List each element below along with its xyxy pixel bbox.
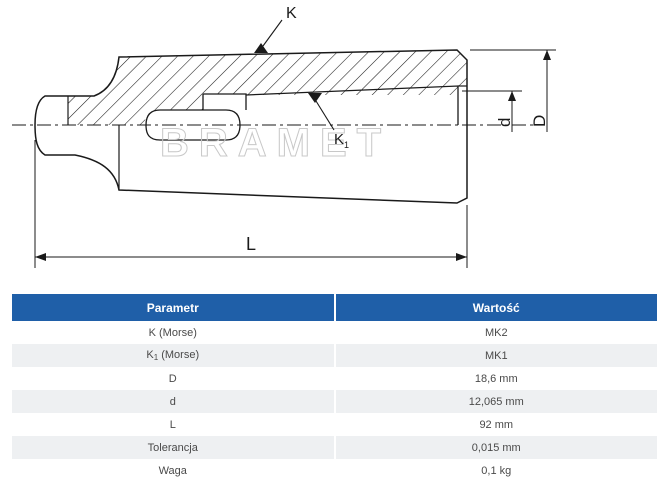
table-row: Waga 0,1 kg (12, 459, 657, 482)
cell-param: D (12, 367, 336, 390)
cell-param: K1 (Morse) (12, 344, 336, 367)
table-row: K1 (Morse) MK1 (12, 344, 657, 367)
cell-param: d (12, 390, 336, 413)
cell-value: 18,6 mm (334, 367, 657, 390)
sleeve-outline (34, 49, 468, 204)
k1-leader (315, 100, 335, 131)
table-row: d 12,065 mm (12, 390, 657, 413)
watermark: BRAMET (160, 121, 391, 165)
L-arrow-right (456, 253, 467, 261)
table-row: L 92 mm (12, 413, 657, 436)
D-arrow (543, 50, 551, 60)
header-param: Parametr (12, 294, 336, 321)
table-row: Tolerancja 0,015 mm (12, 436, 657, 459)
cell-param: Tolerancja (12, 436, 336, 459)
cell-value: 0,015 mm (334, 436, 657, 459)
cell-value: MK1 (334, 344, 657, 367)
k-taper-marker (254, 43, 268, 53)
label-k1: K1 (334, 131, 349, 150)
cell-param: Waga (12, 459, 336, 482)
technical-drawing: BRAMET K K1 d D L (12, 5, 556, 268)
k-leader (262, 19, 283, 47)
cell-value: 0,1 kg (334, 459, 657, 482)
table-row: K (Morse) MK2 (12, 321, 657, 344)
L-arrow-left (35, 253, 46, 261)
label-L: L (246, 234, 256, 254)
table-row: D 18,6 mm (12, 367, 657, 390)
cell-param: L (12, 413, 336, 436)
d-arrow (508, 91, 516, 101)
table-header-row: Parametr Wartość (12, 294, 657, 321)
cell-value: 12,065 mm (334, 390, 657, 413)
k1-taper-marker (308, 93, 322, 103)
cell-value: 92 mm (334, 413, 657, 436)
label-k: K (286, 5, 297, 22)
cell-value: MK2 (334, 321, 657, 344)
cell-param: K (Morse) (12, 321, 336, 344)
spec-table: Parametr Wartość K (Morse) MK2 K1 (Morse… (12, 294, 657, 482)
hatched-section (68, 50, 467, 125)
label-D: D (530, 115, 549, 127)
label-d: d (495, 118, 514, 127)
header-value: Wartość (334, 294, 657, 321)
